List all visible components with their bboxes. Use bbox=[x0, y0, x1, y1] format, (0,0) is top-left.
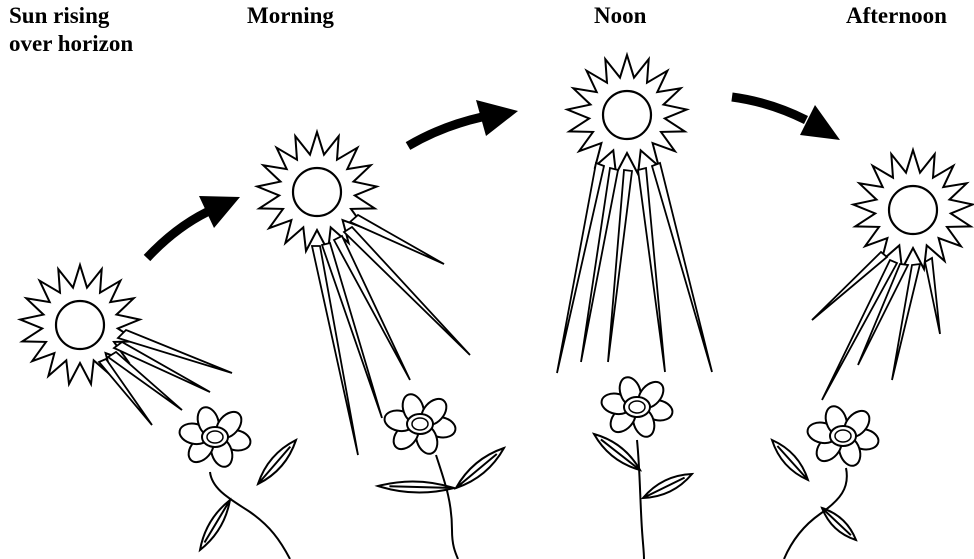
flower-icon-afternoon bbox=[772, 403, 880, 559]
arrows-layer bbox=[147, 97, 840, 258]
arrow-noon-to-afternoon bbox=[732, 97, 840, 140]
suns-layer bbox=[20, 55, 972, 384]
flowers-layer bbox=[178, 374, 881, 559]
label-morning: Morning bbox=[247, 2, 334, 30]
label-afternoon: Afternoon bbox=[846, 2, 947, 30]
label-sunrise-line2: over horizon bbox=[9, 30, 133, 58]
ray-afternoon-18 bbox=[925, 258, 940, 334]
sun-icon-afternoon bbox=[853, 150, 972, 269]
arrow-sunrise-to-morning bbox=[147, 196, 240, 258]
label-sunrise-line1: Sun rising bbox=[9, 2, 133, 30]
label-noon: Noon bbox=[594, 2, 646, 30]
flower-icon-sunrise bbox=[178, 404, 296, 559]
arrow-morning-to-noon bbox=[408, 100, 518, 146]
sun-icon-noon bbox=[567, 55, 686, 174]
flower-icon-noon bbox=[594, 374, 692, 559]
ray-afternoon-14 bbox=[812, 252, 887, 320]
label-sunrise: Sun rising over horizon bbox=[9, 2, 133, 58]
flower-icon-morning bbox=[378, 391, 504, 559]
